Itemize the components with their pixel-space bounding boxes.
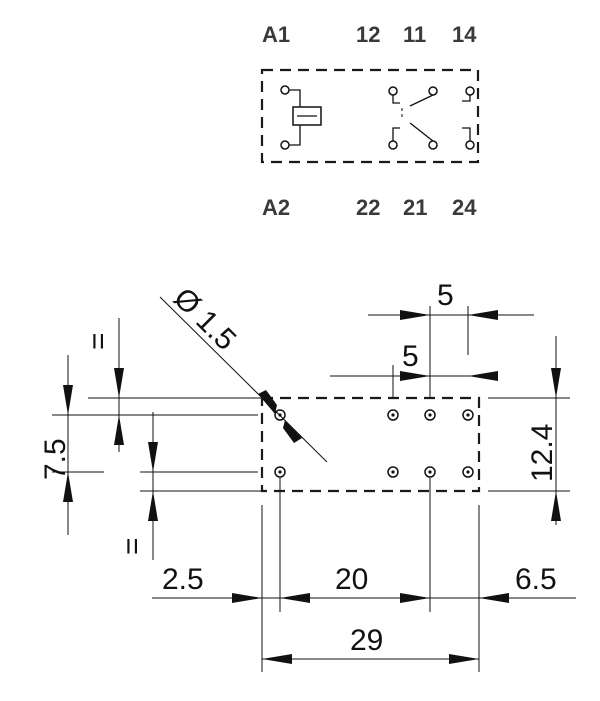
total-height-dimension: 12.4 <box>488 336 570 525</box>
relay-schematic: A1 12 11 14 <box>260 22 480 220</box>
hole-diameter-callout: Ø 1.5 <box>159 282 328 463</box>
row-spacing-label: 7.5 <box>39 438 72 480</box>
terminal-label-22: 22 <box>356 195 380 220</box>
terminal-label-11: 11 <box>403 22 426 47</box>
terminal-label-24: 24 <box>452 195 477 220</box>
equal-mark-top: = <box>82 332 115 350</box>
hole-diameter-label: Ø 1.5 <box>167 282 242 357</box>
footprint-pins <box>274 409 474 478</box>
right-offset-label: 6.5 <box>515 563 557 596</box>
equal-mark-bottom: = <box>116 537 149 555</box>
terminal-label-21: 21 <box>403 195 427 220</box>
contact-set-bottom <box>388 108 475 150</box>
pin-span-label: 20 <box>335 563 368 596</box>
pitch-top-label: 5 <box>437 279 454 312</box>
footprint-outline <box>260 396 481 493</box>
left-offset-label: 2.5 <box>162 563 204 596</box>
bottom-width-dimensions: 2.5 20 6.5 29 <box>152 478 576 672</box>
pitch-dimension-inner: 5 <box>330 340 498 398</box>
terminal-label-a2: A2 <box>262 195 290 220</box>
coil-symbol <box>280 85 322 150</box>
pitch-dimension-top: 5 <box>368 279 534 398</box>
terminal-label-12: 12 <box>356 22 380 47</box>
terminal-label-14: 14 <box>452 22 477 47</box>
pitch-inner-label: 5 <box>402 340 419 373</box>
relay-housing-outline <box>260 68 480 164</box>
total-width-label: 29 <box>350 624 383 657</box>
left-height-dimensions: = 7.5 = <box>39 318 262 560</box>
pcb-footprint: Ø 1.5 5 5 <box>39 279 576 672</box>
terminal-label-a1: A1 <box>262 22 290 47</box>
total-height-label: 12.4 <box>526 424 559 482</box>
contact-set-top <box>388 86 475 107</box>
